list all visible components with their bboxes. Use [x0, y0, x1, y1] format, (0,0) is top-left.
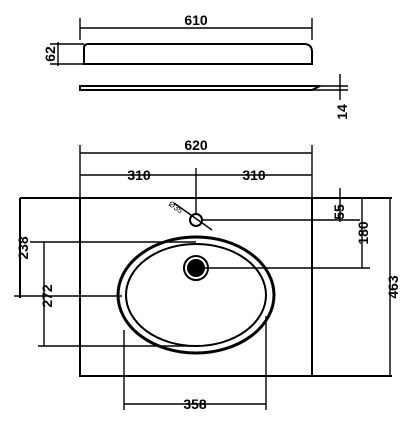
front-view: 620 310 310 Ø35 55 180 463 — [14, 137, 401, 412]
drain-plug — [187, 259, 205, 277]
top-view: 610 62 — [42, 12, 313, 66]
dim-358-label: 358 — [183, 396, 207, 412]
dim-272-label: 272 — [39, 284, 55, 308]
tap-hole-label: Ø35 — [167, 199, 185, 215]
dim-238-label: 238 — [15, 236, 31, 260]
drain-outer — [183, 255, 209, 281]
dim-180-label: 180 — [355, 221, 371, 245]
dim-62-label: 62 — [42, 46, 58, 62]
dim-14-label: 14 — [334, 104, 350, 120]
dim-463-label: 463 — [385, 275, 401, 299]
slab-side-outline — [79, 85, 321, 91]
tap-hole-leader — [173, 202, 213, 231]
dim-310-left-label: 310 — [127, 167, 151, 183]
basin-outer-rim — [116, 235, 276, 355]
worktop-plan-outline — [83, 43, 313, 65]
dim-620-label: 620 — [184, 137, 208, 153]
worktop-front-outline — [79, 197, 313, 377]
side-view: 14 — [79, 74, 350, 120]
dim-55-label: 55 — [331, 204, 347, 220]
dim-610-label: 610 — [184, 12, 208, 28]
dim-310-right-label: 310 — [242, 167, 266, 183]
